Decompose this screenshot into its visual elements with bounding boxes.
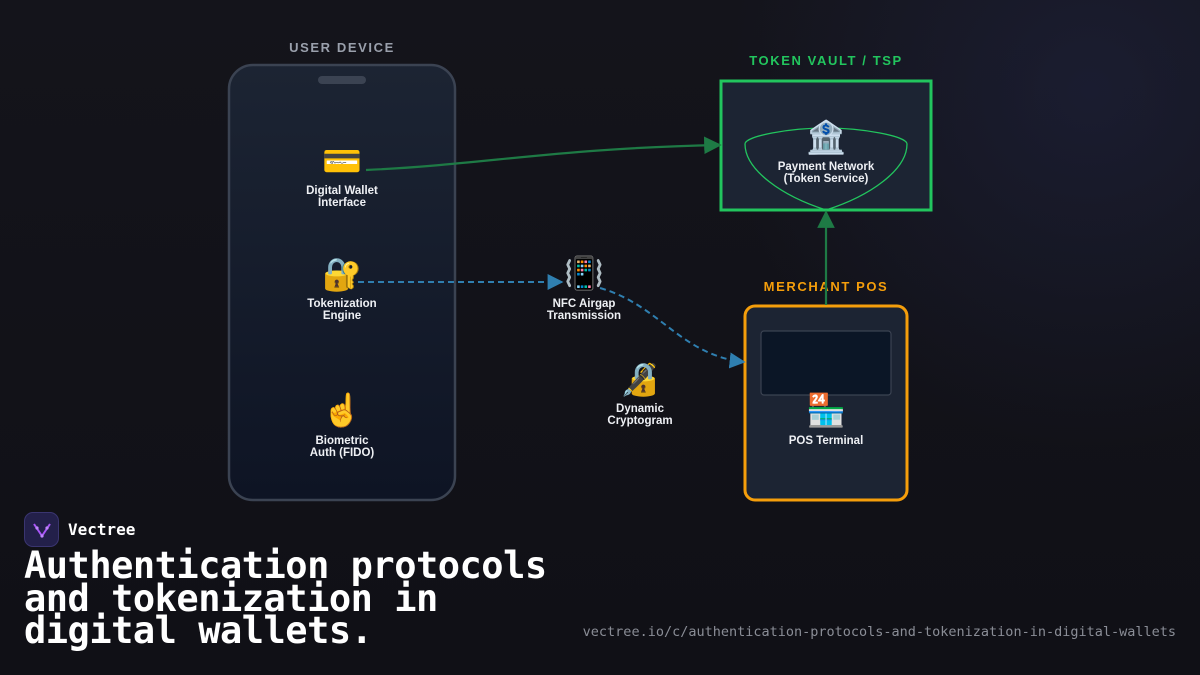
node-label: Interface xyxy=(318,197,366,209)
title-line: Authentication protocols xyxy=(24,544,547,587)
vectree-logo-icon xyxy=(24,512,59,547)
node-label: Payment Network xyxy=(778,161,875,173)
pointing-finger-icon: ☝️ xyxy=(322,391,362,429)
lock-with-pen-icon: 🔏 xyxy=(620,360,660,398)
node-label: POS Terminal xyxy=(789,435,864,447)
node-label: (Token Service) xyxy=(784,173,869,185)
node-dynamic-cryptogram: 🔏 Dynamic Cryptogram xyxy=(607,360,672,427)
node-label: Digital Wallet xyxy=(306,185,378,197)
vibrating-phone-icon: 📳 xyxy=(564,254,604,292)
node-pos-terminal: 🏪 POS Terminal xyxy=(789,391,864,447)
brand-name: Vectree xyxy=(68,520,136,539)
edge-nfc-to-pos xyxy=(599,287,746,369)
node-label: Biometric xyxy=(315,435,369,447)
credit-card-icon: 💳 xyxy=(322,142,362,180)
lock-with-key-icon: 🔐 xyxy=(322,255,362,293)
node-label: Dynamic xyxy=(616,403,665,415)
node-biometric-auth: ☝️ Biometric Auth (FIDO) xyxy=(310,391,375,459)
pos-screen xyxy=(760,330,892,396)
user-device-title: USER DEVICE xyxy=(289,40,395,55)
page-title: Authentication protocols and tokenizatio… xyxy=(24,547,584,649)
node-label: Cryptogram xyxy=(607,415,672,427)
phone-speaker xyxy=(318,76,366,84)
node-nfc-airgap: 📳 NFC Airgap Transmission xyxy=(547,254,621,322)
node-tokenization-engine: 🔐 Tokenization Engine xyxy=(307,255,376,322)
node-label: Engine xyxy=(323,310,361,322)
payment-network-shield xyxy=(744,127,908,211)
node-label: NFC Airgap xyxy=(553,298,616,310)
edge-wallet-to-network xyxy=(365,136,722,172)
token-vault-title: TOKEN VAULT / TSP xyxy=(749,53,903,68)
title-line: digital wallets. xyxy=(24,609,373,652)
convenience-store-icon: 🏪 xyxy=(806,391,846,429)
node-label: Auth (FIDO) xyxy=(310,447,375,459)
phone-frame xyxy=(227,63,457,502)
node-label: Tokenization xyxy=(307,298,376,310)
title-line: and tokenization in xyxy=(24,576,438,620)
bank-icon: 🏦 xyxy=(806,118,846,156)
source-url: vectree.io/c/authentication-protocols-an… xyxy=(582,624,1176,640)
node-label: Transmission xyxy=(547,310,621,322)
node-digital-wallet: 💳 Digital Wallet Interface xyxy=(306,142,378,209)
token-vault-box xyxy=(719,79,933,212)
brand: Vectree xyxy=(24,512,135,547)
node-payment-network: 🏦 Payment Network (Token Service) xyxy=(778,118,875,185)
